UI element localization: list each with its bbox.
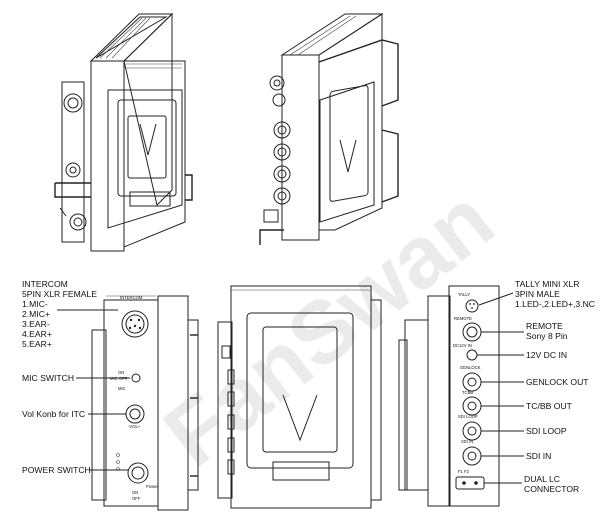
label-sdi-loop: SDI LOOP	[526, 426, 567, 436]
iso-view-front	[54, 12, 193, 252]
label-tally-type: 3PIN MALE	[515, 289, 560, 299]
right-callouts: TALLY MINI XLR 3PIN MALE 1.LED-,2.LED+,3…	[477, 279, 595, 494]
label-power-switch: POWER SWITCH	[22, 465, 91, 475]
label-genlock: GENLOCK OUT	[526, 377, 589, 387]
label-intercom-type: 5PIN XLR FEMALE	[22, 289, 97, 299]
left-panel-view: INTERCOM ON MIC OFF MIC -VOL+ Power ON O…	[91, 295, 199, 511]
label-mic-switch: MIC SWITCH	[22, 373, 74, 383]
panel-power-on: ON	[132, 490, 138, 495]
label-tally: TALLY MINI XLR	[515, 279, 579, 289]
panel-mic-side: MIC	[118, 386, 126, 391]
label-connector: CONNECTOR	[524, 484, 579, 494]
label-pin-1: 1.MIC-	[22, 299, 48, 309]
panel-tcbb: TCBB	[462, 390, 473, 395]
label-tally-pins: 1.LED-,2.LED+,3.NC	[515, 299, 595, 309]
back-view	[217, 285, 382, 509]
panel-f1f2: F1 F2	[458, 469, 470, 474]
left-callouts: INTERCOM 5PIN XLR FEMALE 1.MIC- 2.MIC+ 3…	[22, 279, 130, 475]
panel-mic-on: ON	[118, 370, 124, 375]
label-intercom: INTERCOM	[22, 279, 68, 289]
label-pin-5: 5.EAR+	[22, 339, 52, 349]
panel-sdi-in: SDI IN	[461, 439, 473, 444]
panel-intercom-text: INTERCOM	[120, 295, 143, 300]
panel-remote: REMOTE	[454, 316, 472, 321]
label-vol-knob: Vol Konb for ITC	[22, 409, 85, 419]
panel-power-off: OFF	[132, 496, 141, 501]
panel-power: Power	[146, 484, 158, 489]
panel-genlock: GENLOCK	[460, 365, 481, 370]
label-remote-sub: Sony 8 Pin	[526, 331, 568, 341]
label-dual-lc: DUAL LC	[524, 474, 560, 484]
label-pin-3: 3.EAR-	[22, 319, 50, 329]
panel-tally: TALLY	[458, 292, 470, 297]
label-dc-in: 12V DC IN	[526, 350, 567, 360]
panel-vol: -VOL+	[128, 424, 141, 429]
label-sdi-in: SDI IN	[526, 451, 551, 461]
label-pin-2: 2.MIC+	[22, 309, 50, 319]
iso-view-rear	[259, 13, 399, 245]
right-panel-view: TALLY REMOTE DC12V IN GENLOCK TCBB SDI L…	[398, 285, 500, 507]
label-remote: REMOTE	[526, 321, 563, 331]
label-tcbb: TC/BB OUT	[526, 401, 573, 411]
panel-sdi-loop: SDI LOOP	[458, 414, 478, 419]
label-pin-4: 4.EAR+	[22, 329, 52, 339]
panel-dc: DC12V IN	[453, 343, 472, 348]
